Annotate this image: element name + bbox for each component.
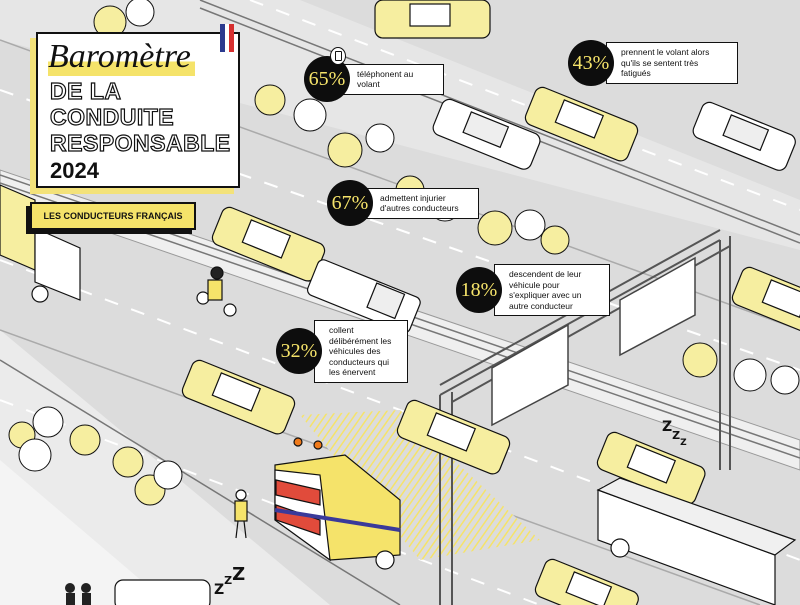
pedestrians (65, 583, 91, 605)
road-worker (234, 489, 248, 539)
sleep-zzz-icon: ZZZ (214, 564, 246, 598)
stat-value: 67% (327, 180, 373, 226)
stat-confront: 18% descendent de leur véhicule pour s'e… (456, 264, 610, 316)
stat-fatigue: 43% prennent le volant alors qu'ils se s… (568, 40, 738, 86)
bus (596, 477, 797, 605)
gantry-panels (491, 256, 696, 427)
sleep-zzz-icon: ZZZ (662, 419, 687, 448)
audience-tag: LES CONDUCTEURS FRANÇAIS (30, 202, 196, 230)
stat-insults: 67% admettent injurier d'autres conducte… (327, 180, 479, 226)
title-line-1: DE LA (49, 78, 122, 104)
stat-value: 18% (456, 267, 502, 313)
truck (0, 184, 81, 303)
hatched-zone (300, 410, 540, 560)
title-line-2: CONDUITE (49, 104, 175, 130)
flag-stripe-white (224, 24, 230, 52)
stat-value: 65% (304, 56, 350, 102)
sidewalk-curve (0, 460, 170, 605)
motorcyclist (196, 266, 237, 317)
french-flag-icon (220, 24, 235, 52)
title-card: Baromètre DE LA CONDUITE RESPONSABLE 202… (36, 24, 240, 188)
flag-stripe-blue (220, 24, 225, 52)
flag-stripe-red (229, 24, 235, 52)
title-line-3: RESPONSABLE (49, 130, 231, 156)
stat-text: téléphonent au volant (342, 63, 444, 95)
stat-value: 43% (568, 40, 614, 86)
phone-icon (330, 47, 346, 65)
title-year: 2024 (50, 158, 99, 183)
stat-phone: 65% téléphonent au volant (304, 56, 444, 102)
stat-value: 32% (276, 328, 322, 375)
cars (114, 0, 800, 605)
stat-tailgating: 32% collent délibérément les véhicules d… (276, 320, 408, 383)
utility-van (274, 437, 401, 570)
stat-text: descendent de leur véhicule pour s'expli… (494, 264, 610, 316)
stat-text: prennent le volant alors qu'ils se sente… (606, 42, 738, 84)
stat-text: collent délibérément les véhicules des c… (314, 320, 408, 383)
stat-text: admettent injurier d'autres conducteurs (365, 187, 479, 219)
title-script-word: Baromètre (48, 38, 195, 76)
